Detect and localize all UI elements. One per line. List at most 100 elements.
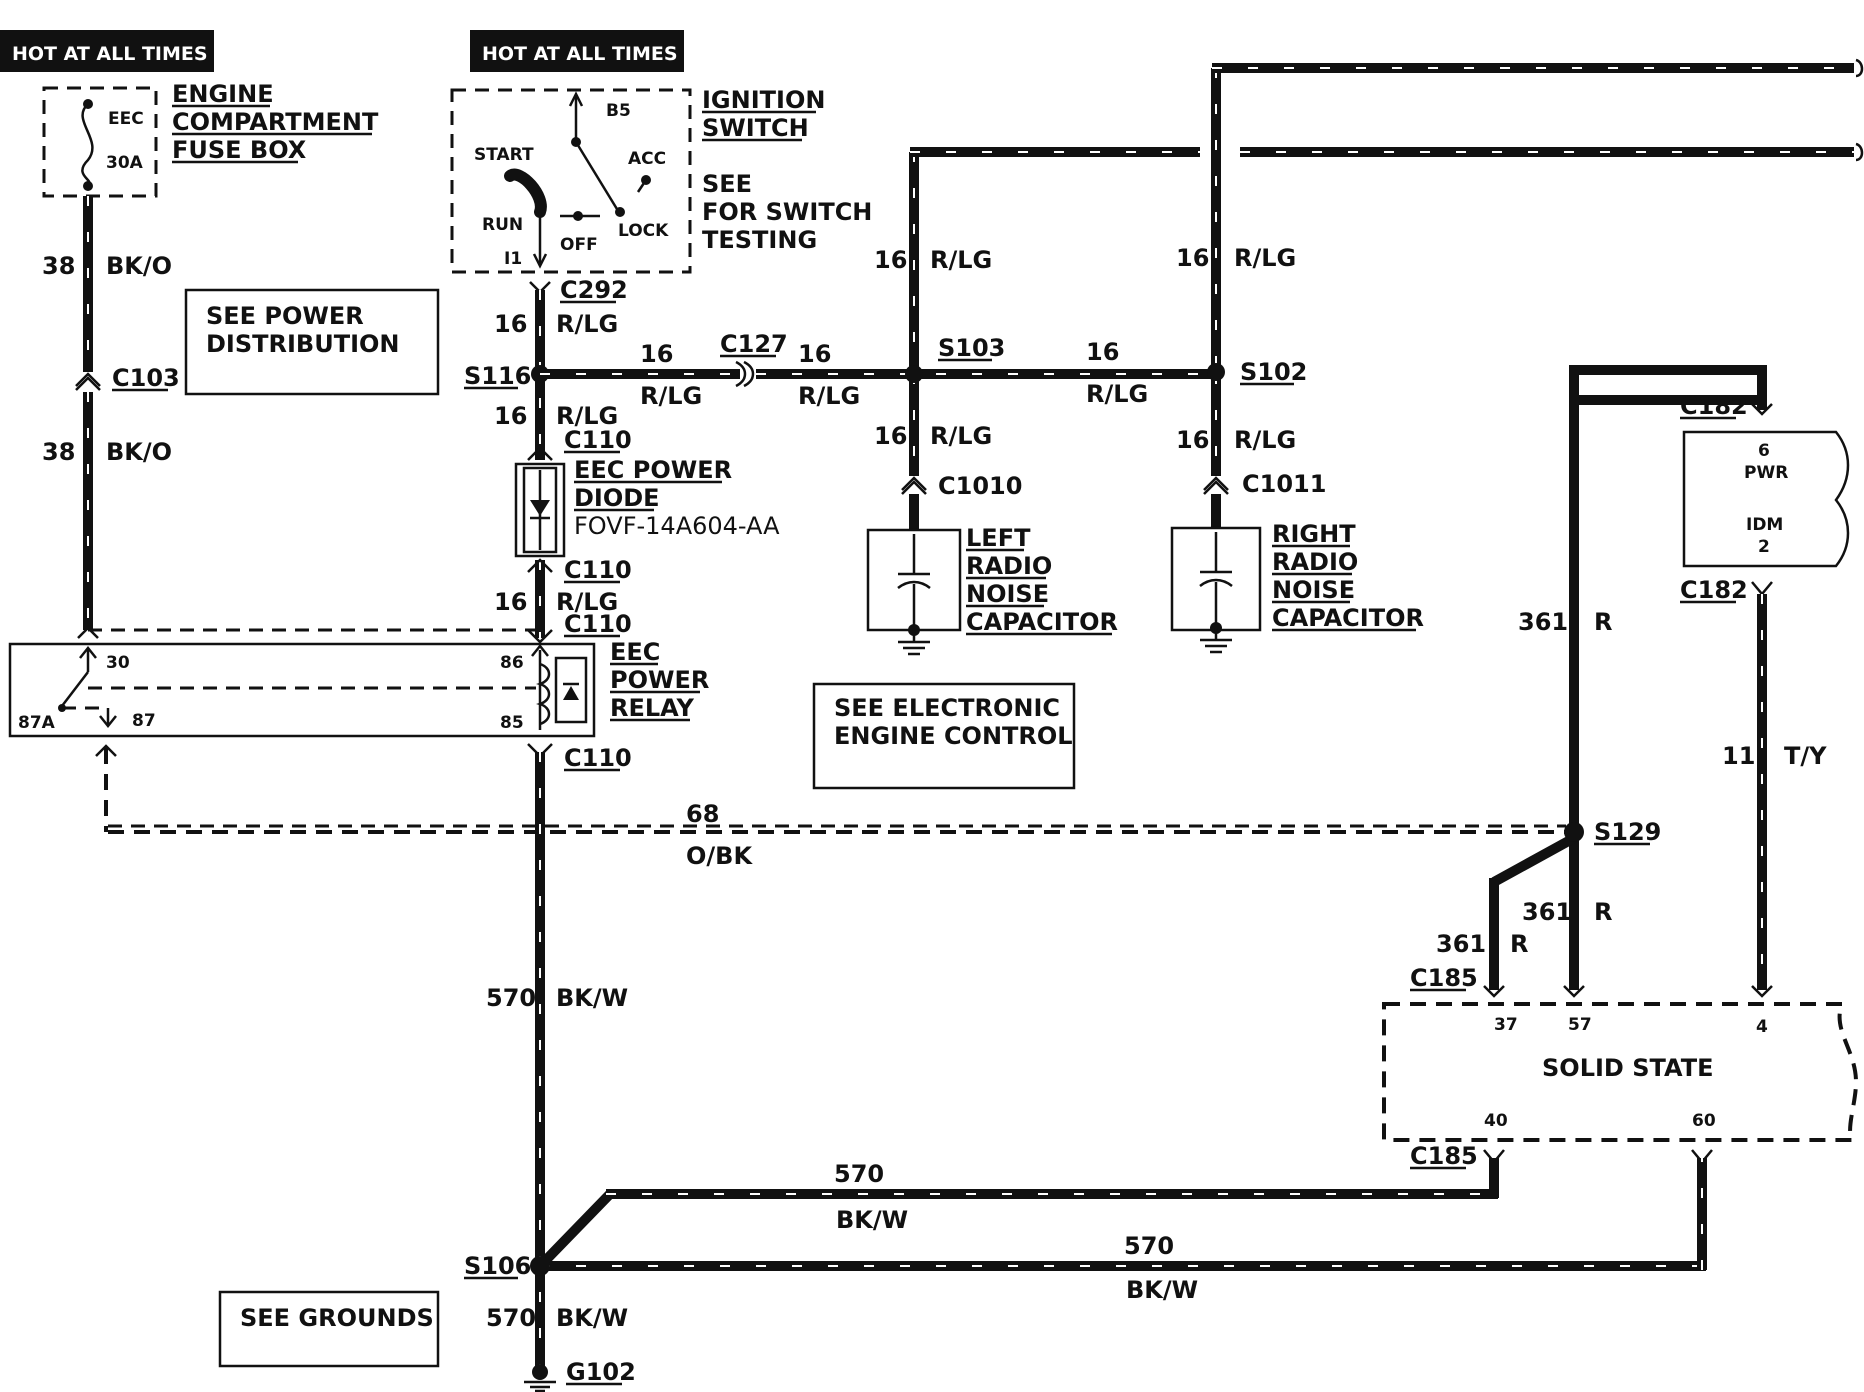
- right-cap-line2: RADIO: [1272, 548, 1358, 576]
- right-cap-line3: NOISE: [1272, 576, 1355, 604]
- solid-state-title: SOLID STATE: [1542, 1054, 1713, 1082]
- relay-pin-87: 87: [132, 711, 156, 731]
- splice-s102: S102: [1240, 358, 1307, 386]
- wire-361-r: [1489, 370, 1579, 990]
- wire-16-gauge-s103-bottom: 16: [874, 422, 907, 450]
- relay-coil: [536, 662, 551, 726]
- ignition-note-2: FOR SWITCH: [702, 198, 872, 226]
- wire-361-color-mid: R: [1594, 898, 1612, 926]
- wire-361-color-top: R: [1594, 608, 1612, 636]
- wire-361-gauge-mid: 361: [1522, 898, 1572, 926]
- ignition-pos-run: RUN: [482, 215, 523, 235]
- relay-title-2: POWER: [610, 666, 709, 694]
- connector-c182-top: C182: [1680, 392, 1748, 420]
- wire-16-color-s103-top: R/LG: [930, 246, 992, 274]
- fuse-box-title-2: COMPARTMENT: [172, 108, 379, 136]
- left-cap-line1: LEFT: [966, 524, 1031, 552]
- wire-16-gauge-s102-bottom: 16: [1176, 426, 1209, 454]
- wire-570-color-loop1: BK/W: [836, 1206, 908, 1234]
- connector-c185-bottom: C185: [1410, 1142, 1478, 1170]
- relay-title-1: EEC: [610, 638, 660, 666]
- relay-title-3: RELAY: [610, 694, 694, 722]
- ground-g102: G102: [566, 1358, 636, 1386]
- wire-16-gauge-h3: 16: [1086, 338, 1119, 366]
- idm-name: IDM: [1746, 515, 1783, 535]
- eec-note-line1: SEE ELECTRONIC: [834, 694, 1060, 722]
- splice-s102-dot: [1207, 363, 1225, 381]
- connector-c110-d: C110: [564, 744, 632, 772]
- wire-361-gauge-top: 361: [1518, 608, 1568, 636]
- wire-16-rlg-main: [527, 281, 553, 644]
- wire-11-color: T/Y: [1784, 742, 1827, 770]
- fuse-box-title-3: FUSE BOX: [172, 136, 307, 164]
- connector-c110-b: C110: [564, 556, 632, 584]
- connector-c185-top: C185: [1410, 964, 1478, 992]
- eec-note-line2: ENGINE CONTROL: [834, 722, 1073, 750]
- fuse-rating: 30A: [106, 153, 144, 173]
- wire-11-gauge: 11: [1722, 742, 1755, 770]
- wire-570-bkw-main: [527, 743, 553, 1372]
- wire-16-color-h1: R/LG: [640, 382, 702, 410]
- ignition-pin-b5: B5: [606, 101, 631, 121]
- note-power-distribution: SEE POWER DISTRIBUTION: [184, 288, 440, 396]
- left-cap-line4: CAPACITOR: [966, 608, 1118, 636]
- splice-s129-dot: [1564, 822, 1584, 842]
- hot-banner-left-text: HOT AT ALL TIMES: [12, 43, 208, 65]
- wire-570-gauge-ground: 570: [486, 1304, 536, 1332]
- splice-s103-dot: [905, 365, 923, 383]
- eec-power-relay: 30 86 87A 87 85 EEC POWER RELAY: [8, 628, 709, 738]
- ignition-switch: B5 START ACC RUN OFF LOCK I1 IGNITION SW…: [450, 86, 872, 274]
- wire-16-color-h2: R/LG: [798, 382, 860, 410]
- right-cap-line4: CAPACITOR: [1272, 604, 1424, 632]
- wire-570-gauge-main: 570: [486, 984, 536, 1012]
- relay-pin-85: 85: [500, 713, 524, 733]
- wire-570-color-ground: BK/W: [556, 1304, 628, 1332]
- wire-16-rlg-horizontal: [540, 360, 1216, 388]
- connector-c1011: C1011: [1242, 470, 1326, 498]
- wire-361-gauge-left: 361: [1436, 930, 1486, 958]
- splice-s103: S103: [938, 334, 1005, 362]
- wire-570-gauge-loop2: 570: [1124, 1232, 1174, 1260]
- idm-pin2: 2: [1758, 537, 1770, 557]
- wire-16-gauge-s102-top: 16: [1176, 244, 1209, 272]
- wire-570-gauge-loop1: 570: [834, 1160, 884, 1188]
- wire-16-rlg-s103: [901, 147, 1200, 530]
- solid-state-pin4: 4: [1756, 1017, 1768, 1037]
- fuse-name: EEC: [108, 109, 144, 129]
- wire-38-gauge-bottom: 38: [42, 438, 75, 466]
- wire-68-gauge: 68: [686, 800, 719, 828]
- left-cap-line3: NOISE: [966, 580, 1049, 608]
- ignition-pos-acc: ACC: [628, 149, 666, 169]
- solid-state-module: 37 57 4 SOLID STATE 40 60: [1382, 985, 1859, 1164]
- wire-16-color-b: R/LG: [556, 402, 618, 430]
- fuse-symbol: [81, 103, 94, 187]
- power-dist-line2: DISTRIBUTION: [206, 330, 400, 358]
- ignition-pin-i1: I1: [504, 249, 522, 269]
- hot-banner-middle-text: HOT AT ALL TIMES: [482, 43, 678, 65]
- wire-16-color-h3: R/LG: [1086, 380, 1148, 408]
- solid-state-pin60: 60: [1692, 1111, 1716, 1131]
- diode-line2: DIODE: [574, 484, 660, 512]
- connector-c110-c: C110: [564, 610, 632, 638]
- ignition-title-2: SWITCH: [702, 114, 809, 142]
- eec-power-diode: EEC POWER DIODE FOVF-14A604-AA: [514, 456, 780, 558]
- solid-state-pin57: 57: [1568, 1015, 1592, 1035]
- idm-pin6: 6: [1758, 441, 1770, 461]
- wire-570-color-main: BK/W: [556, 984, 628, 1012]
- wire-38-color-bottom: BK/O: [106, 438, 172, 466]
- wire-16-gauge-c: 16: [494, 588, 527, 616]
- wire-38-color-top: BK/O: [106, 252, 172, 280]
- ignition-pos-off: OFF: [560, 235, 598, 255]
- ignition-note-3: TESTING: [702, 226, 817, 254]
- ignition-start-contact: [504, 168, 547, 218]
- wire-16-color-s102-top: R/LG: [1234, 244, 1296, 272]
- hot-banner-middle: HOT AT ALL TIMES: [470, 30, 684, 72]
- fuse-box-title-1: ENGINE: [172, 80, 274, 108]
- wire-361-color-left: R: [1510, 930, 1528, 958]
- connector-c292: C292: [560, 276, 628, 304]
- power-dist-line1: SEE POWER: [206, 302, 364, 330]
- wire-16-gauge-h2: 16: [798, 340, 831, 368]
- grounds-note: SEE GROUNDS: [240, 1304, 434, 1332]
- left-radio-noise-capacitor: LEFT RADIO NOISE CAPACITOR: [866, 524, 1118, 656]
